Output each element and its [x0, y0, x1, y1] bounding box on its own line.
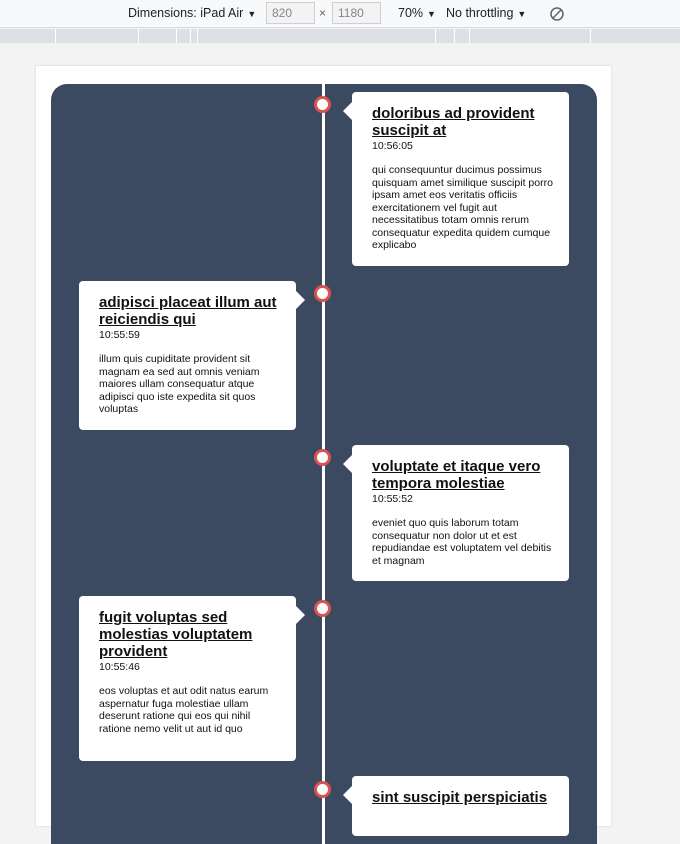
card-title[interactable]: adipisci placeat illum aut reiciendis qu… — [99, 294, 277, 328]
media-query-ruler[interactable] — [0, 29, 680, 43]
caret-down-icon: ▼ — [517, 9, 527, 19]
times-sign: × — [319, 6, 327, 20]
card-time: 10:56:05 — [372, 140, 413, 152]
timeline-card: voluptate et itaque vero tempora molesti… — [343, 445, 569, 581]
timeline-card: doloribus ad provident suscipit at 10:56… — [343, 92, 569, 266]
dimensions-label: Dimensions: iPad Air — [128, 6, 244, 20]
card-title[interactable]: fugit voluptas sed molestias voluptatem … — [99, 609, 253, 660]
page-viewport: doloribus ad provident suscipit at 10:56… — [36, 66, 611, 844]
card-body: qui consequuntur ducimus possimus quisqu… — [372, 164, 553, 251]
timeline-dot — [314, 96, 331, 113]
card-time: 10:55:46 — [99, 661, 140, 673]
height-input[interactable]: 1180 — [332, 2, 381, 24]
timeline-dot — [314, 600, 331, 617]
timeline-dot — [314, 449, 331, 466]
throttling-label: No throttling — [446, 6, 514, 20]
card-title[interactable]: voluptate et itaque vero tempora molesti… — [372, 458, 541, 492]
rotate-icon[interactable] — [549, 6, 565, 22]
timeline-card: sint suscipit perspiciatis — [343, 776, 569, 836]
card-body: eveniet quo quis laborum totam consequat… — [372, 517, 552, 567]
device-toolbar: Dimensions: iPad Air▼ 820 × 1180 70%▼ No… — [0, 0, 680, 28]
zoom-dropdown[interactable]: 70%▼ — [398, 6, 436, 20]
card-title[interactable]: doloribus ad provident suscipit at — [372, 105, 535, 139]
card-title[interactable]: sint suscipit perspiciatis — [372, 789, 548, 806]
timeline-dot — [314, 781, 331, 798]
timeline: doloribus ad provident suscipit at 10:56… — [51, 84, 597, 844]
caret-down-icon: ▼ — [247, 9, 257, 19]
width-input[interactable]: 820 — [266, 2, 315, 24]
card-body: eos voluptas et aut odit natus earum asp… — [99, 685, 269, 735]
zoom-label: 70% — [398, 6, 424, 20]
card-time: 10:55:59 — [99, 329, 140, 341]
throttling-dropdown[interactable]: No throttling▼ — [446, 6, 526, 20]
timeline-dot — [314, 285, 331, 302]
card-body: illum quis cupiditate provident sit magn… — [99, 353, 260, 415]
timeline-card: adipisci placeat illum aut reiciendis qu… — [79, 281, 305, 430]
caret-down-icon: ▼ — [427, 9, 436, 19]
dimensions-dropdown[interactable]: Dimensions: iPad Air▼ — [128, 6, 256, 20]
timeline-card: fugit voluptas sed molestias voluptatem … — [79, 596, 305, 761]
card-time: 10:55:52 — [372, 493, 413, 505]
